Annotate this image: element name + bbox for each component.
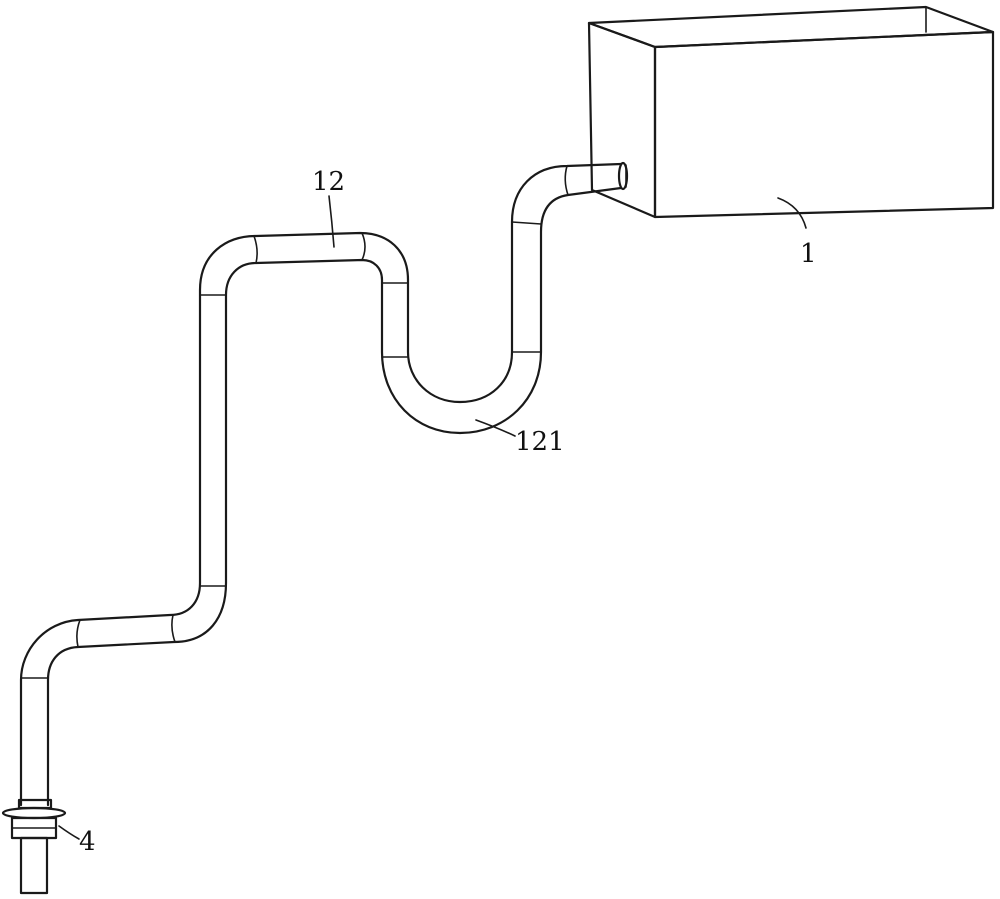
pipe-joint bbox=[253, 235, 258, 264]
label-u-bend: 121 bbox=[515, 427, 565, 457]
pipe-joint bbox=[511, 221, 542, 225]
tank-front-face bbox=[653, 30, 995, 219]
pipe-joint bbox=[76, 619, 81, 648]
label-outlet-fitting: 4 bbox=[79, 827, 96, 857]
fitting-stem bbox=[19, 836, 49, 895]
tank-nozzle bbox=[617, 161, 629, 191]
fitting-collar bbox=[17, 798, 53, 810]
leader-line-tank bbox=[777, 197, 807, 229]
leader-line-fitting bbox=[58, 825, 80, 840]
pipe-joint bbox=[171, 614, 176, 643]
label-pipe: 12 bbox=[312, 167, 345, 197]
outlet-fitting bbox=[1, 798, 67, 895]
pipe-joint bbox=[564, 165, 569, 196]
leader-line-pipe bbox=[328, 195, 335, 248]
leader-lines bbox=[58, 195, 807, 840]
pipe-joints bbox=[20, 165, 569, 679]
leader-line-u-bend bbox=[475, 419, 516, 437]
pipe-joint bbox=[361, 232, 366, 261]
pipe-outline-bottom bbox=[46, 186, 623, 807]
fitting-flange bbox=[1, 806, 67, 820]
label-tank: 1 bbox=[800, 239, 817, 269]
nozzle-flange bbox=[617, 161, 629, 191]
drain-pipe bbox=[19, 162, 623, 807]
tank bbox=[587, 5, 995, 219]
